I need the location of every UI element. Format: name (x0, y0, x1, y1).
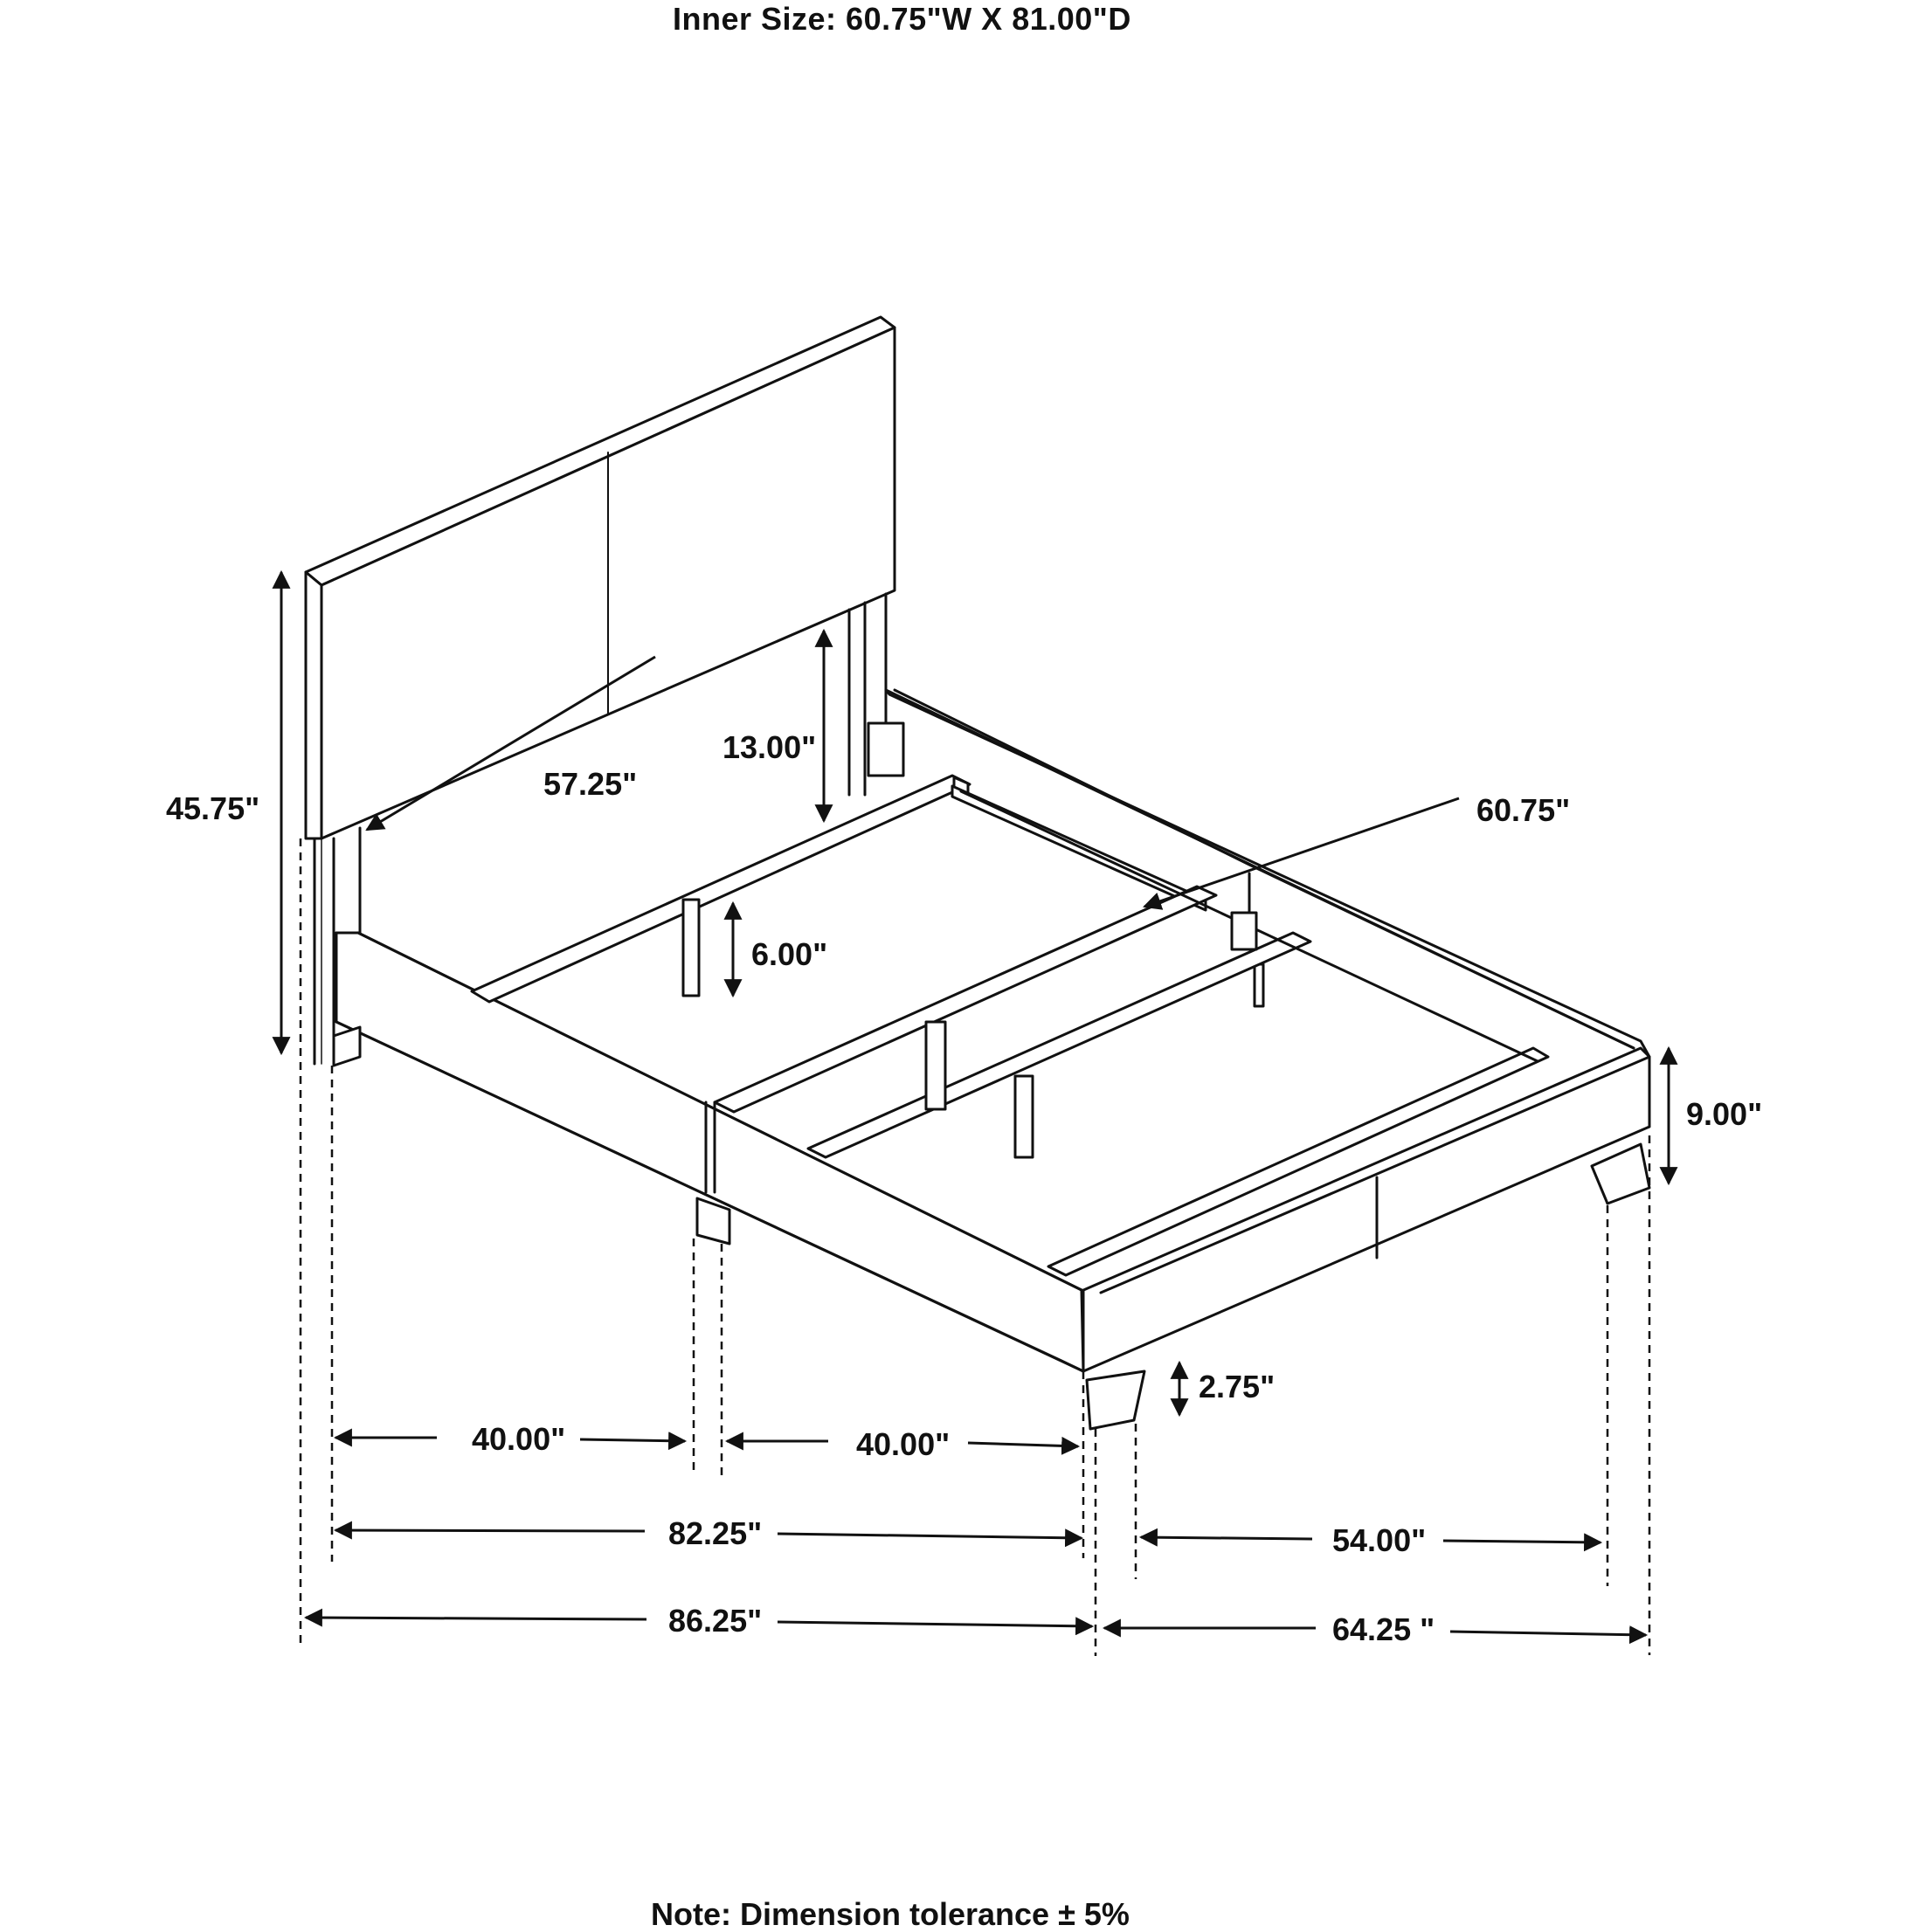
inner-size-title: Inner Size: 60.75"W X 81.00"D (673, 1, 1131, 37)
label-leg-height: 2.75" (1199, 1369, 1276, 1404)
arrow-57-25 (365, 655, 656, 831)
label-overall-length: 86.25" (668, 1603, 763, 1639)
dimension-arrows (272, 569, 1678, 1645)
label-footboard-height: 9.00" (1686, 1096, 1763, 1132)
label-leg-spacing-2: 40.00" (856, 1426, 951, 1462)
tolerance-note: Note: Dimension tolerance ± 5% (651, 1896, 1130, 1932)
label-headboard-height: 45.75" (166, 790, 260, 826)
label-frame-length: 82.25" (668, 1515, 763, 1551)
label-leg-spacing-1: 40.00" (472, 1421, 566, 1457)
arrow-82-25-right (777, 1528, 1084, 1548)
arrow-86-25-right (777, 1617, 1095, 1636)
label-panel-clearance: 13.00" (722, 729, 817, 765)
arrow-54-00-left (1138, 1528, 1313, 1547)
arrow-40-00-b-right (967, 1436, 1081, 1455)
label-inner-width: 60.75" (1476, 792, 1571, 828)
slats (470, 721, 1550, 1277)
arrow-86-25-left (303, 1608, 647, 1627)
label-overall-width: 64.25 " (1332, 1611, 1435, 1647)
arrow-40-00-a-right (579, 1432, 688, 1451)
bed-drawing (304, 315, 1651, 1431)
label-frame-width: 54.00" (1332, 1522, 1427, 1558)
arrow-54-00-right (1442, 1533, 1603, 1552)
extension-lines (299, 838, 1651, 1656)
arrow-64-25-right (1449, 1625, 1649, 1645)
arrow-82-25-left (333, 1521, 646, 1540)
label-headboard-width: 57.25" (543, 766, 638, 802)
arrow-60-75 (1143, 797, 1460, 910)
label-center-support-height: 6.00" (751, 936, 828, 972)
